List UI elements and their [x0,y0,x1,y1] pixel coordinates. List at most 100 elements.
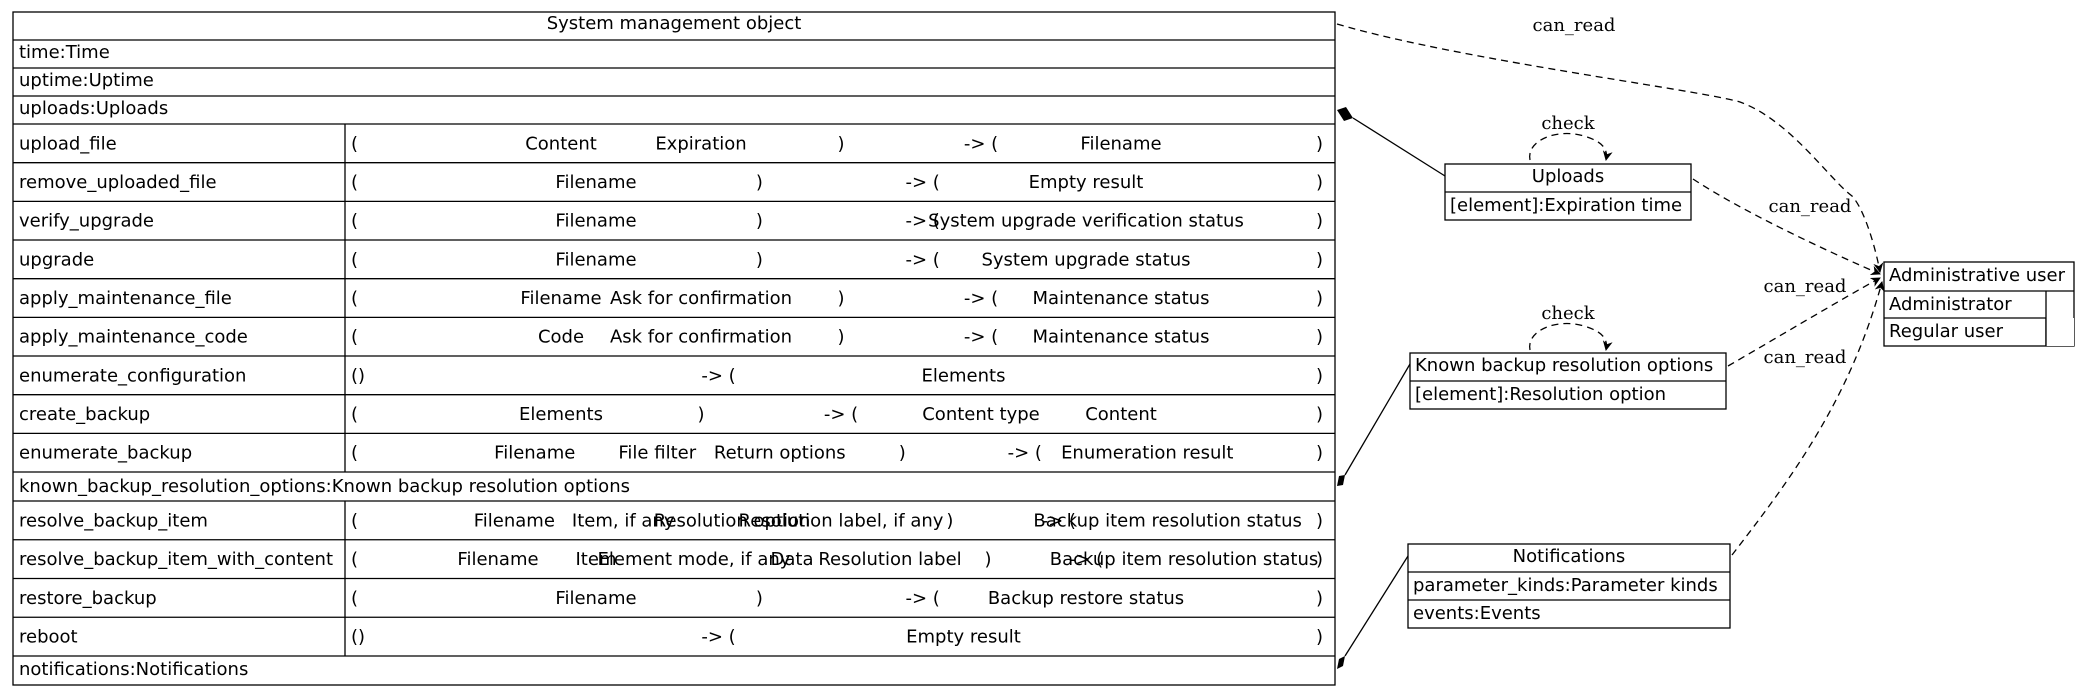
attribute-uptime: uptime:Uptime [19,70,154,91]
signature-token: Filename [555,172,636,193]
backup-resolution-class: check Known backup resolution options [e… [1409,303,1727,410]
can-read-main-edge [1336,23,1884,273]
signature-token: Ask for confirmation [610,288,792,309]
signature-token: -> ( [964,288,998,309]
composition-uploads-diamond [1337,107,1353,121]
admin-attribute-administrator: Administrator [1889,294,2012,315]
signature-token: Content [525,133,597,154]
signature-token: ) [1316,172,1323,193]
can-read-uploads-edge [1692,178,1881,276]
uploads-class: check Uploads [element]:Expiration time [1444,113,1692,221]
signature-token: ) [1316,211,1323,232]
signature-token: Elements [519,404,603,425]
admin-class-title: Administrative user [1889,265,2066,286]
can-read-backup-edge [1727,277,1881,367]
signature-token: -> ( [964,133,998,154]
signature-token: Item, if any [572,510,675,531]
signature-token: -> ( [906,211,940,232]
can-read-notifications-label: can_read [1764,347,1847,368]
method-name: reboot [19,627,78,648]
attribute-time: time:Time [19,42,110,63]
signature-token: ) [1316,327,1323,348]
signature-token: -> ( [906,249,940,270]
signature-token: ) [837,133,844,154]
signature-token: ( [351,443,358,464]
administrative-user-class: Administrative user Administrator Regula… [1883,261,2075,347]
composition-uploads-edge [1352,117,1446,177]
signature-token: ) [756,211,763,232]
signature-token: Expiration [655,133,746,154]
signature-token: ( [351,549,358,570]
signature-token: Enumeration result [1061,443,1233,464]
signature-token: ) [1316,627,1323,648]
attribute-known-backup-resolution-options: known_backup_resolution_options:Known ba… [19,476,630,497]
signature-token: Filename [1080,133,1161,154]
method-name: upgrade [19,249,94,270]
signature-token: ) [1316,249,1323,270]
signature-token: ( [351,588,358,609]
uploads-check-label: check [1541,113,1595,134]
method-name: enumerate_backup [19,443,192,464]
signature-token: Maintenance status [1033,288,1210,309]
signature-token: Code [538,327,584,348]
signature-token: Filename [555,211,636,232]
signature-token: ( [351,133,358,154]
signature-token: Filename [520,288,601,309]
signature-token: -> ( [1008,443,1042,464]
signature-token: ) [1316,365,1323,386]
system-management-class: System management object time:Time uptim… [12,11,1336,686]
composition-backup-edge [1344,363,1411,476]
signature-token: ( [351,249,358,270]
signature-token: ( [351,172,358,193]
backup-check-edge [1529,322,1613,351]
signature-token: ) [1316,443,1323,464]
signature-token: System upgrade status [981,249,1190,270]
method-name: apply_maintenance_file [19,288,232,309]
signature-token: Resolution option [654,510,811,531]
signature-token: ) [756,249,763,270]
attribute-uploads: uploads:Uploads [19,98,168,119]
signature-token: Filename [555,249,636,270]
signature-token: ) [1316,588,1323,609]
signature-token: Content type [922,404,1040,425]
attribute-notifications: notifications:Notifications [19,659,248,680]
can-read-notifications-edge [1731,281,1885,556]
signature-token: Data [771,549,814,570]
signature-token: ) [837,327,844,348]
method-name: enumerate_configuration [19,365,246,386]
signature-token: ( [351,510,358,531]
signature-token: Element mode, if any [598,549,791,570]
uploads-check-edge [1529,132,1613,161]
signature-token: Filename [457,549,538,570]
composition-notifications-diamond [1337,656,1345,669]
backup-attribute-resolution-option: [element]:Resolution option [1415,384,1666,405]
signature-token: -> ( [906,588,940,609]
can-read-backup-label: can_read [1764,276,1847,297]
notifications-attribute-events: events:Events [1413,603,1541,624]
signature-token: Item [576,549,617,570]
main-class-title: System management object [547,13,802,34]
method-name: create_backup [19,404,150,425]
signature-token: Resolution label [818,549,961,570]
can-read-edges: can_read can_read can_read can_read [1336,15,1885,556]
signature-token: System upgrade verification status [928,211,1244,232]
signature-token: -> ( [824,404,858,425]
signature-token: ) [837,288,844,309]
signature-token: ( [351,211,358,232]
backup-class-title: Known backup resolution options [1415,355,1713,376]
signature-token: ) [1316,404,1323,425]
signature-token: ) [1316,133,1323,154]
signature-token: ) [756,172,763,193]
signature-token: Filename [474,510,555,531]
notifications-class-title: Notifications [1513,546,1626,567]
method-name: apply_maintenance_code [19,327,248,348]
composition-edges [1337,107,1446,669]
can-read-uploads-label: can_read [1769,196,1852,217]
signature-token: Backup item resolution status [1050,549,1318,570]
signature-token: ) [946,510,953,531]
signature-token: -> ( [701,365,735,386]
signature-token: Ask for confirmation [610,327,792,348]
signature-token: Backup item resolution status [1033,510,1301,531]
signature-token: Elements [922,365,1006,386]
signature-token: ) [984,549,991,570]
